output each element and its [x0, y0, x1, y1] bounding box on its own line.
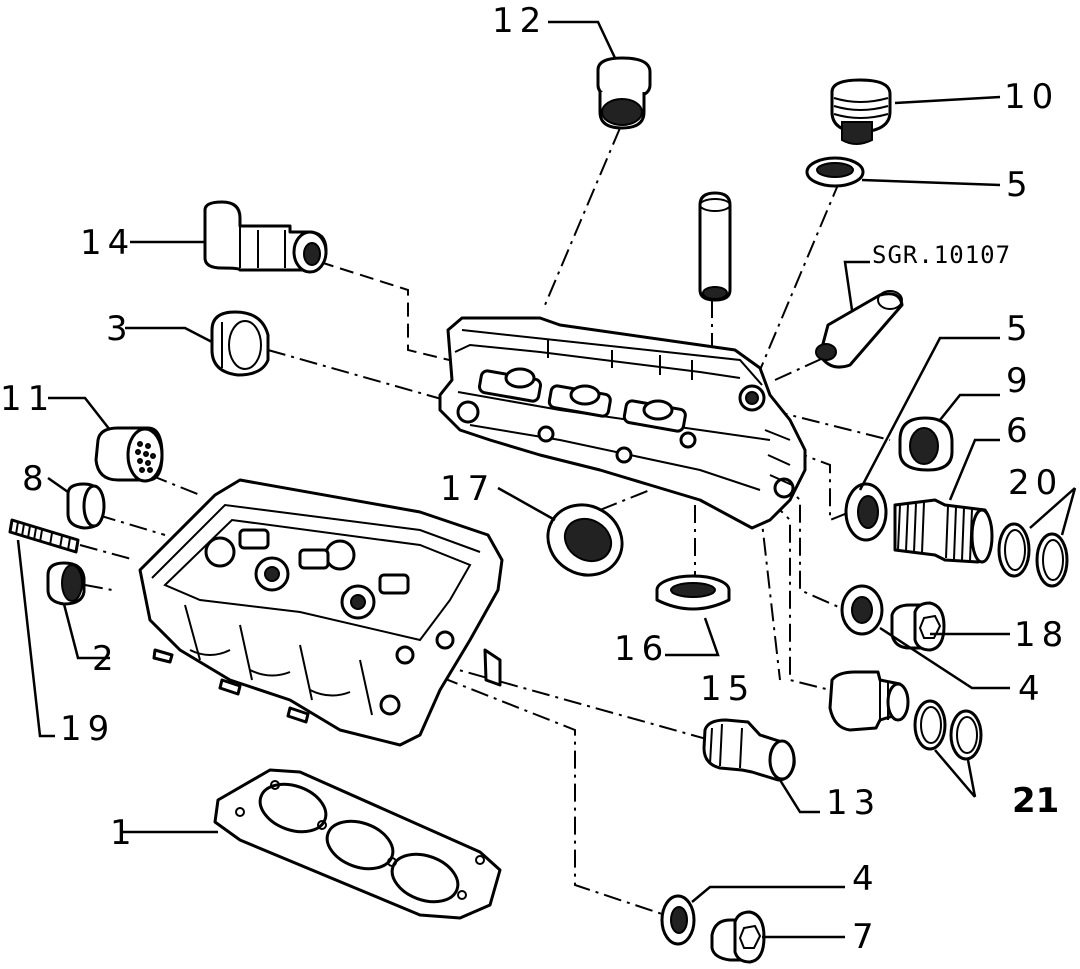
label-7: 7 — [852, 917, 880, 957]
cylinder-head — [138, 478, 504, 747]
part-21-o-rings — [913, 699, 983, 761]
part-6-threaded-adapter — [893, 498, 994, 564]
label-19: 19 — [60, 709, 115, 749]
label-5-top: 5 — [1006, 165, 1034, 205]
part-12-cap-plug — [596, 56, 652, 130]
part-5-washer-top — [805, 156, 865, 188]
label-16: 16 — [614, 629, 669, 669]
drawing-code: SGR.10107 — [872, 241, 1011, 269]
valve-guide-right — [815, 290, 904, 369]
part-20-o-rings — [997, 522, 1069, 588]
part-5-washer-right — [844, 482, 888, 542]
valve-guide-center — [698, 191, 732, 302]
part-2-plug — [46, 561, 86, 606]
label-21: 21 — [1012, 781, 1059, 821]
part-14-bushing — [203, 200, 328, 274]
label-14: 14 — [80, 223, 135, 263]
part-17-seal-ring — [546, 503, 624, 577]
label-17: 17 — [440, 469, 495, 509]
label-3: 3 — [106, 309, 134, 349]
label-1: 1 — [110, 813, 138, 853]
part-16-oil-seal — [655, 574, 731, 611]
part-10-threaded-plug — [830, 78, 892, 145]
label-15: 15 — [700, 669, 755, 709]
part-19-stud — [8, 518, 80, 554]
leader-lines — [16, 20, 1077, 939]
part-4-washer-right — [840, 584, 884, 636]
part-13-sleeve — [702, 718, 796, 782]
label-6: 6 — [1006, 411, 1034, 451]
part-labels: 12 10 5 SGR.10107 14 3 11 8 5 9 6 20 17 … — [0, 1, 1069, 957]
part-8-small-plug — [66, 482, 106, 530]
part-18-hex-plug — [890, 601, 946, 652]
part-4-washer-bottom — [660, 894, 696, 946]
part-9-ring — [898, 416, 954, 472]
part-3-seal — [210, 310, 270, 377]
label-18: 18 — [1014, 615, 1069, 655]
label-20: 20 — [1008, 463, 1063, 503]
filter-holes — [135, 441, 156, 473]
label-8: 8 — [22, 459, 50, 499]
label-13: 13 — [826, 783, 881, 823]
part-7-hex-plug — [710, 910, 766, 964]
label-12: 12 — [492, 1, 547, 41]
label-2: 2 — [92, 639, 120, 679]
label-9: 9 — [1006, 361, 1034, 401]
part-11-filter-plug — [94, 426, 164, 483]
part-1-head-gasket — [213, 768, 502, 920]
label-10: 10 — [1004, 77, 1059, 117]
label-11: 11 — [0, 379, 55, 419]
label-4-bottom: 4 — [852, 859, 880, 899]
label-5-right: 5 — [1006, 309, 1034, 349]
upper-head-assembly — [438, 316, 807, 530]
part-15-threaded-fitting — [828, 670, 910, 732]
label-4-right: 4 — [1018, 669, 1046, 709]
